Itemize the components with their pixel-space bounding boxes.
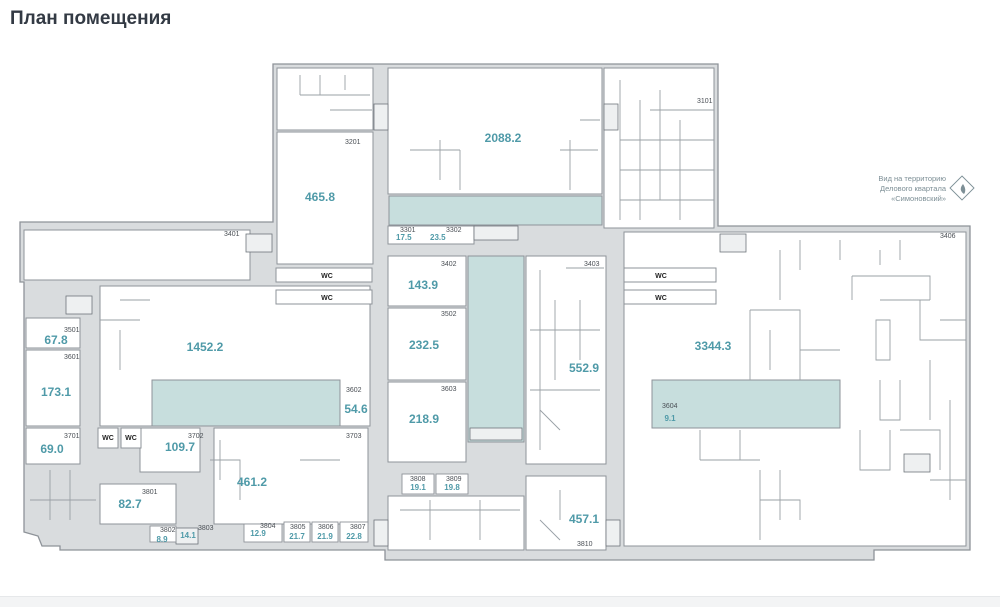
- room-area: 173.1: [41, 385, 71, 399]
- room-id: 3301: [400, 227, 416, 234]
- wc-label: WC: [321, 295, 333, 302]
- room-id: 3101: [697, 98, 713, 105]
- view-note: Вид на территорию Делового квартала «Сим…: [878, 174, 975, 203]
- room-id: 3602: [346, 387, 362, 394]
- view-note-line: «Симоновский»: [891, 194, 946, 203]
- room-area: 21.7: [289, 532, 305, 541]
- room-ids: 3101 3201 3301 3302 3401 3402 3403 3406 …: [64, 98, 956, 548]
- room-id: 3601: [64, 354, 80, 361]
- room-area: 82.7: [118, 497, 142, 511]
- room-3201: [276, 131, 374, 265]
- wc-label: WC: [102, 435, 114, 442]
- stair-cores: [65, 103, 931, 547]
- view-note-line: Вид на территорию: [878, 174, 946, 183]
- wc-label: WC: [655, 273, 667, 280]
- room-3801: [99, 483, 177, 525]
- small-cells: [149, 473, 469, 543]
- room-id: 3502: [441, 311, 457, 318]
- wc-blocks: [97, 267, 717, 449]
- room-area: 9.1: [664, 414, 676, 423]
- room-area: 14.1: [180, 531, 196, 540]
- room-area: 23.5: [430, 233, 446, 242]
- room-3702: [139, 427, 201, 473]
- room-3810: [525, 475, 607, 551]
- room-area: 1452.2: [187, 340, 224, 354]
- room-id: 3302: [446, 227, 462, 234]
- room-area: 465.8: [305, 190, 335, 204]
- room-area: 457.1: [569, 512, 599, 526]
- room-id: 3501: [64, 327, 80, 334]
- room-3601: [25, 349, 81, 427]
- room-2088: [387, 67, 603, 195]
- room-area: 461.2: [237, 475, 267, 489]
- room-3101: [603, 67, 715, 229]
- room-id: 3801: [142, 489, 158, 496]
- room-area: 22.8: [346, 532, 362, 541]
- room-id: 3201: [345, 139, 361, 146]
- room-3403: [525, 255, 607, 465]
- room-id: 3604: [662, 403, 678, 410]
- room-id: 3403: [584, 261, 600, 268]
- bottom-strip: [0, 596, 1000, 607]
- wc-labels: WC WC WC WC WC WC: [102, 273, 667, 442]
- room-id: 3406: [940, 233, 956, 240]
- room-id: 3810: [577, 541, 593, 548]
- room-area: 17.5: [396, 233, 412, 242]
- room-area: 19.1: [410, 483, 426, 492]
- room-id: 3805: [290, 524, 306, 531]
- wc-label: WC: [321, 273, 333, 280]
- room-id: 3603: [441, 386, 457, 393]
- room-id: 3401: [224, 231, 240, 238]
- room-area: 19.8: [444, 483, 460, 492]
- room-area: 8.9: [156, 535, 168, 544]
- room-area: 54.6: [344, 402, 368, 416]
- room-id: 3703: [346, 433, 362, 440]
- wc-label: WC: [655, 295, 667, 302]
- room-area: 67.8: [44, 333, 68, 347]
- room-id: 3808: [410, 476, 426, 483]
- room-id: 3802: [160, 527, 176, 534]
- view-direction-icon: [949, 175, 975, 201]
- room-3502: [387, 307, 467, 381]
- wc-label: WC: [125, 435, 137, 442]
- room-3501: [25, 317, 81, 349]
- view-note-line: Делового квартала: [880, 184, 947, 193]
- room-areas: 465.8 2088.2 17.5 23.5 1452.2 143.9 552.…: [40, 131, 731, 544]
- room-area: 21.9: [317, 532, 333, 541]
- partitions: [30, 75, 966, 541]
- room-area: 109.7: [165, 440, 195, 454]
- room-id: 3702: [188, 433, 204, 440]
- room-3701: [25, 427, 81, 465]
- room-area: 69.0: [40, 442, 64, 456]
- rooms: [23, 67, 967, 551]
- room-id: 3804: [260, 523, 276, 530]
- room-area: 3344.3: [695, 339, 732, 353]
- room-area: 232.5: [409, 338, 439, 352]
- leaf-icon: [960, 184, 966, 194]
- room-id: 3402: [441, 261, 457, 268]
- room-area: 143.9: [408, 278, 438, 292]
- highlight-zones: [151, 195, 841, 443]
- page-title: План помещения: [10, 8, 172, 29]
- room-area: 2088.2: [485, 131, 522, 145]
- room-id: 3701: [64, 433, 80, 440]
- room-area: 12.9: [250, 529, 266, 538]
- room-id: 3803: [198, 525, 214, 532]
- room-id: 3806: [318, 524, 334, 531]
- room-area: 552.9: [569, 361, 599, 375]
- room-id: 3807: [350, 524, 366, 531]
- room-3402: [387, 255, 467, 307]
- room-3603: [387, 381, 467, 463]
- room-area: 218.9: [409, 412, 439, 426]
- room-id: 3809: [446, 476, 462, 483]
